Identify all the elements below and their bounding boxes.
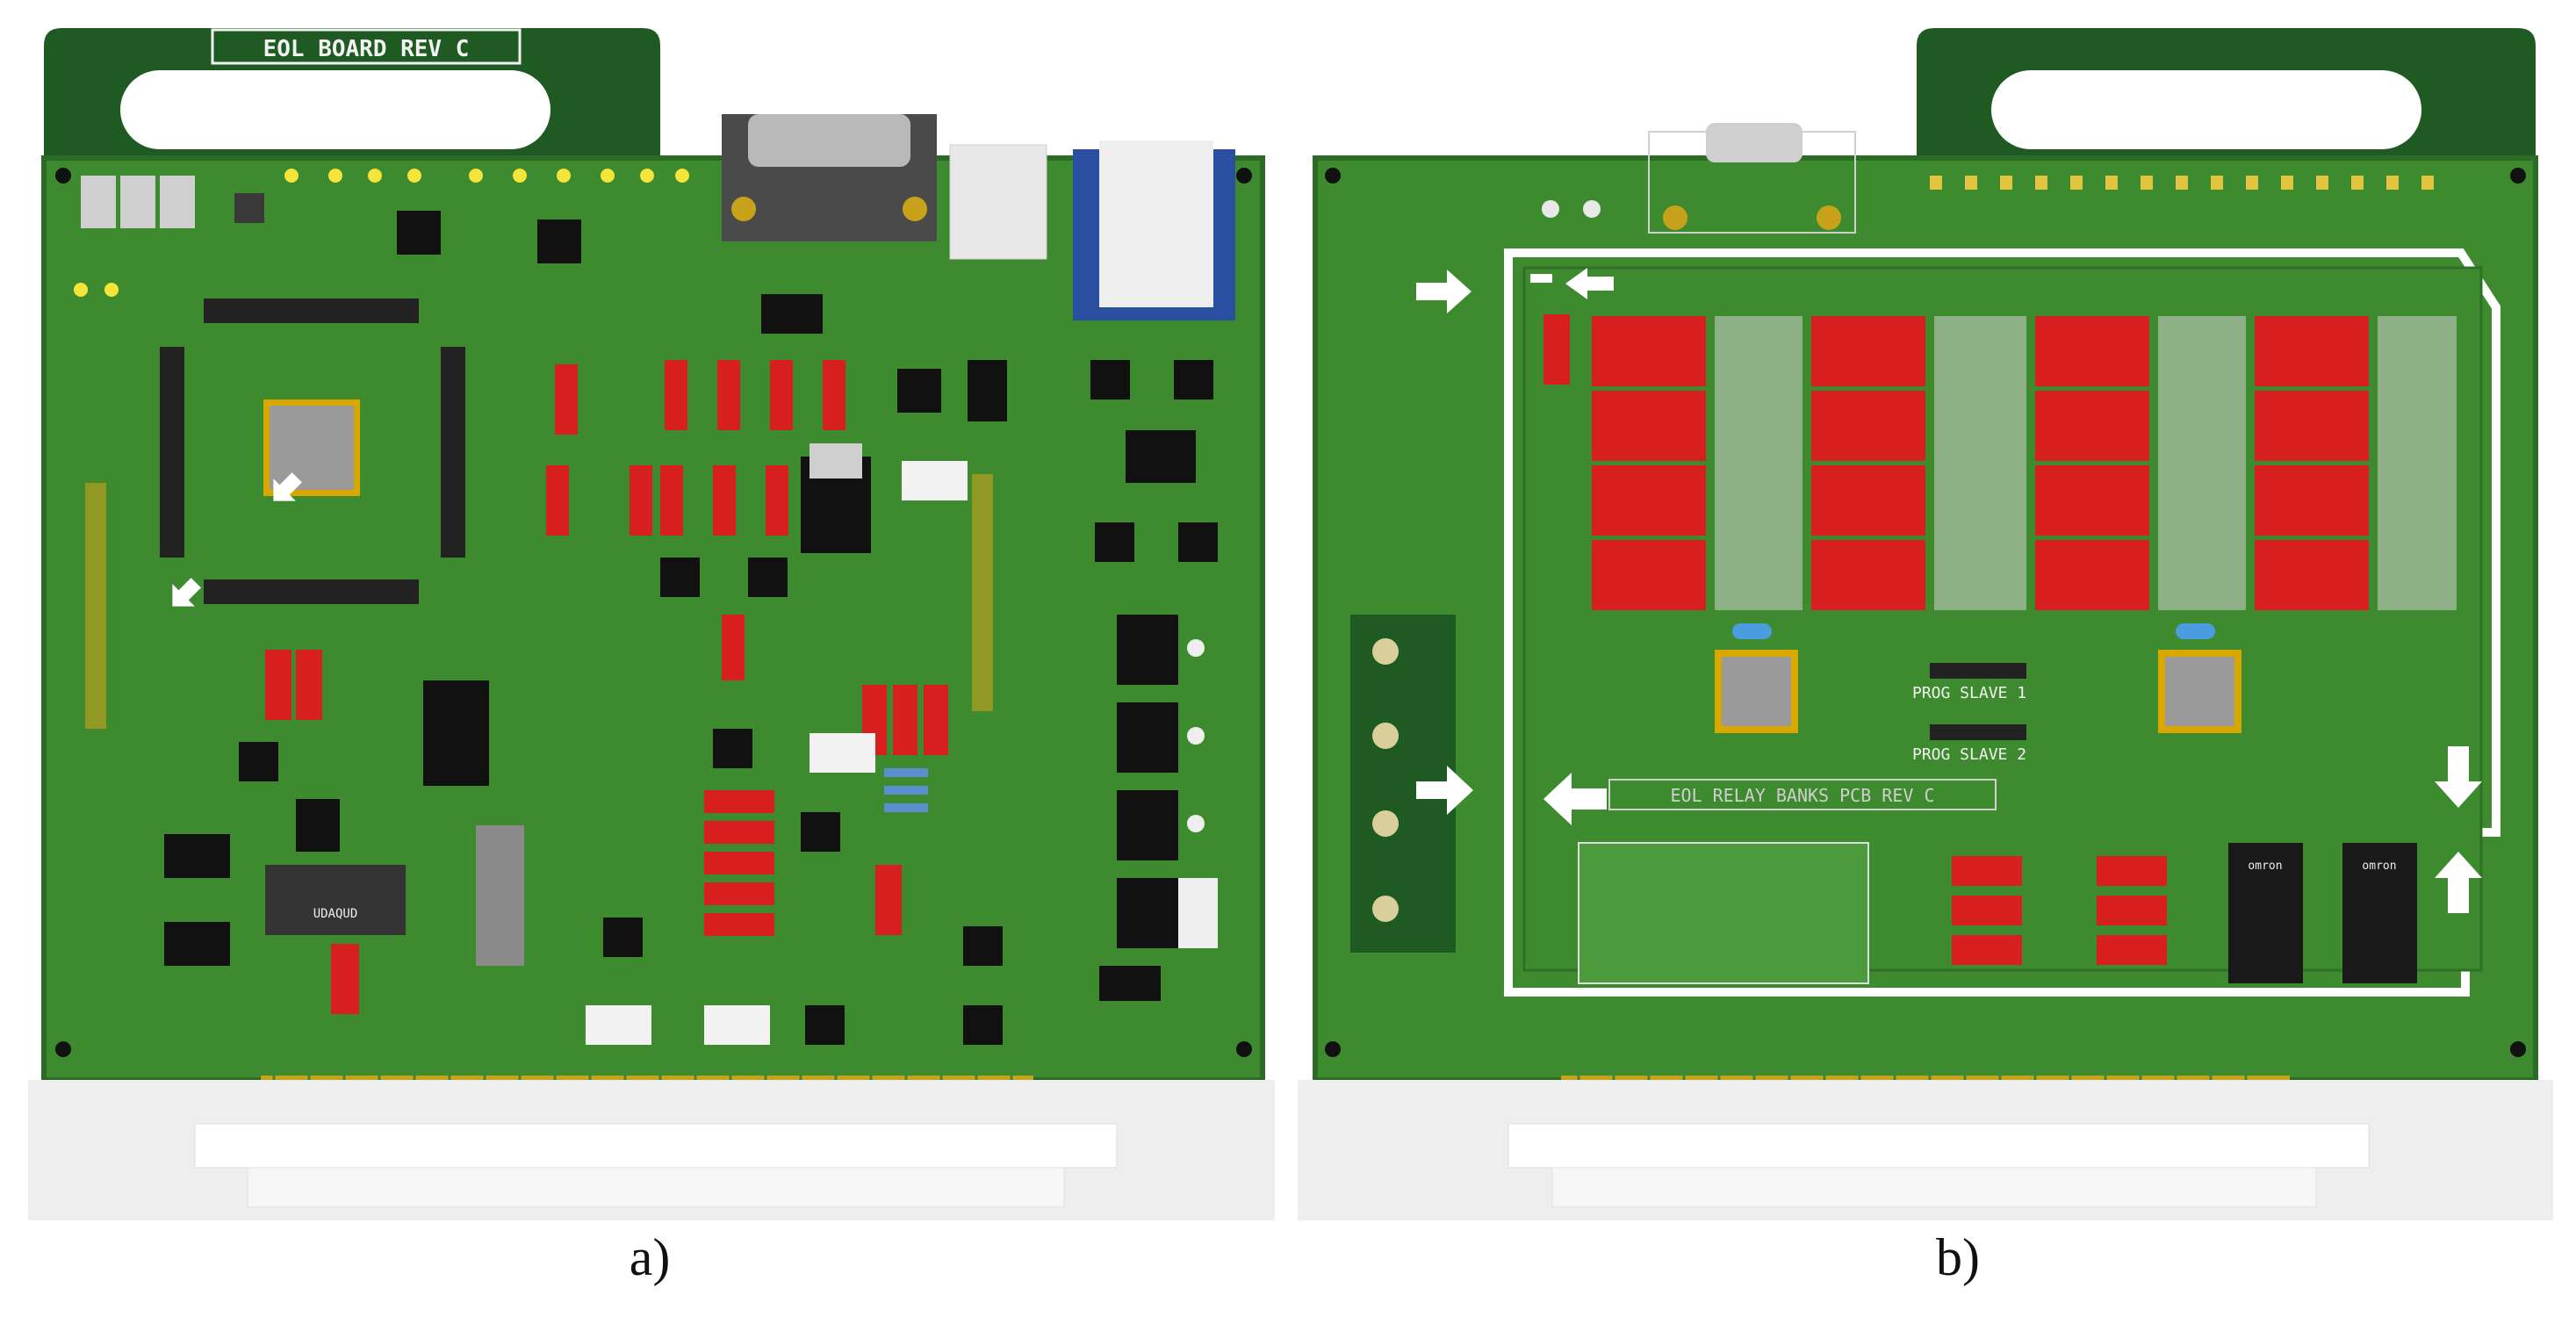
pin-header xyxy=(204,299,419,323)
mount-hole xyxy=(1236,168,1252,184)
omron-label: omron xyxy=(2362,860,2396,873)
panel-b: PROG SLAVE 1 PROG SLAVE 2 EOL RELAY BANK… xyxy=(1298,0,2553,1220)
panel-b-label: b) xyxy=(1936,1228,1980,1286)
pin-header xyxy=(160,347,184,558)
slave-mcu xyxy=(2165,657,2234,726)
spec-labels xyxy=(586,461,968,1045)
mount-hole xyxy=(55,168,71,184)
relay-banks xyxy=(1543,314,2369,610)
panel-a: EOL BOARD REV C xyxy=(28,0,1275,1220)
ic-label: UDAQUD xyxy=(313,907,358,921)
arrow-icon xyxy=(273,472,302,501)
relay-title-frame xyxy=(1608,779,1997,810)
panel-a-label: a) xyxy=(629,1228,671,1286)
opto-array xyxy=(1578,842,1869,984)
arrow-icons xyxy=(1416,268,2482,913)
omron-relay xyxy=(2342,843,2417,983)
side-header xyxy=(85,483,106,729)
mount-hole xyxy=(1236,1041,1252,1057)
prog-slave-1-label: PROG SLAVE 1 xyxy=(1912,684,2026,702)
ic-chips xyxy=(164,211,1218,1045)
pin-header xyxy=(441,347,465,558)
relay-board-title: EOL RELAY BANKS PCB REV C xyxy=(1670,785,1934,806)
small-relays xyxy=(1952,856,2167,965)
handle-slot xyxy=(1991,70,2421,149)
pin-header xyxy=(204,579,419,604)
side-header xyxy=(972,474,993,711)
omron-relay xyxy=(2228,843,2303,983)
indicator-led xyxy=(160,176,195,228)
indicator-led xyxy=(81,176,116,228)
indicator-led xyxy=(120,176,155,228)
power-transistors xyxy=(1117,615,1178,948)
handle-slot xyxy=(120,70,550,149)
dip-ic xyxy=(476,825,524,966)
board-title: EOL BOARD REV C xyxy=(263,36,470,62)
arrow-icon xyxy=(172,578,201,607)
mount-hole xyxy=(55,1041,71,1057)
usb-connector xyxy=(949,144,1047,260)
slave-mcu xyxy=(1722,657,1791,726)
pcb-board-b: PROG SLAVE 1 PROG SLAVE 2 EOL RELAY BANK… xyxy=(1298,0,2553,1220)
board-title-frame xyxy=(211,28,522,65)
omron-label: omron xyxy=(2248,860,2282,873)
pcb-board-a: EOL BOARD REV C xyxy=(28,0,1275,1220)
prog-slave-2-label: PROG SLAVE 2 xyxy=(1912,745,2026,764)
push-button xyxy=(234,193,264,223)
large-ic xyxy=(265,865,406,935)
mcu-chip xyxy=(270,406,354,490)
